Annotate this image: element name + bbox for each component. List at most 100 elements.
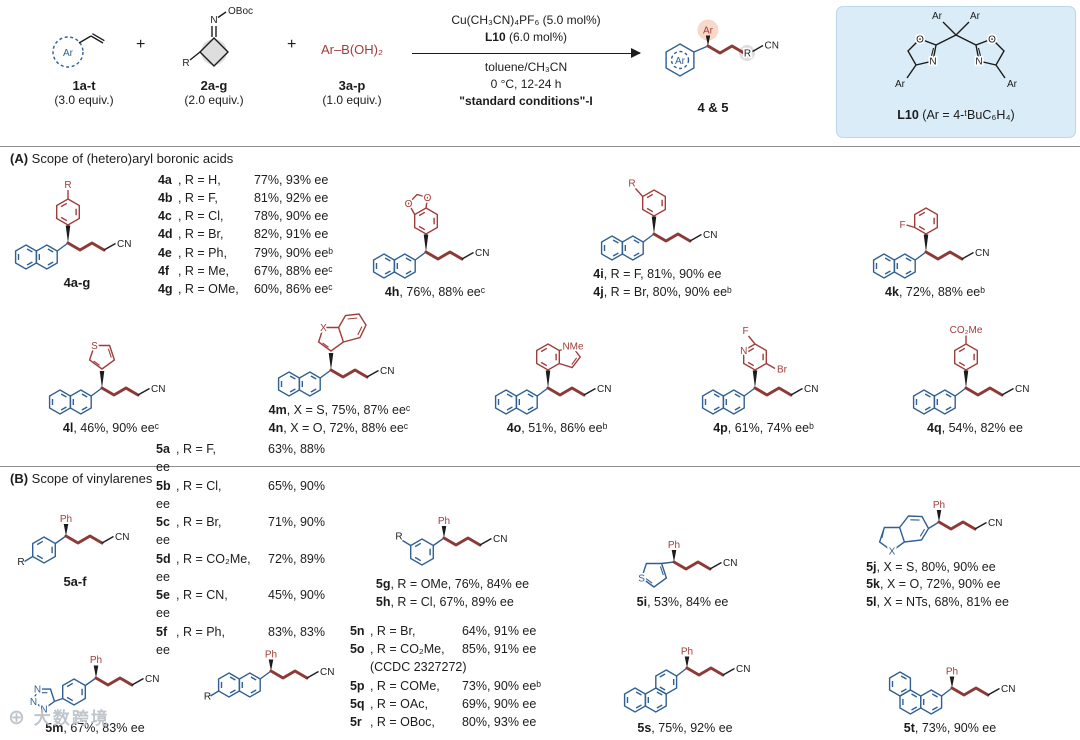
divider — [0, 466, 1080, 467]
s-label: S — [638, 574, 645, 585]
caption-5i: 5i, 53%, 84% ee — [636, 595, 729, 610]
divider — [0, 146, 1080, 147]
aryl-ring — [914, 207, 938, 235]
ligand-caption: L10 (Ar = 4-ᵗBuC₆H₄) — [897, 108, 1015, 122]
x-label: X — [888, 546, 895, 557]
alkyl-chain — [706, 44, 746, 55]
o-label: O — [405, 199, 413, 210]
compound-4m-4n: X CN 4m, X = S, 75%, 87% eeᶜ 4n, X = O, … — [222, 306, 457, 442]
list-item: 5b, R = Cl,65%, 90% ee — [156, 478, 325, 511]
cn-label: CN — [145, 674, 159, 685]
list-item: 5d, R = CO₂Me,72%, 89% ee — [156, 551, 325, 584]
cn-label: CN — [320, 667, 334, 678]
section-a-title: (A) Scope of (hetero)aryl boronic acids — [10, 151, 234, 166]
plus-sign: + — [136, 36, 146, 53]
list-item: (CCDC 2327272) — [369, 660, 467, 675]
ph-label: Ph — [265, 649, 277, 660]
temperature-line: 0 °C, 12-24 h — [490, 76, 562, 91]
structure-boronic-acid: Ar–B(OH)₂ — [320, 42, 384, 57]
compound-label: 1a-t — [72, 78, 96, 93]
cn-label: CN — [151, 384, 165, 395]
cn-label: CN — [723, 558, 737, 569]
nme-label: NMe — [562, 342, 584, 353]
caption-4h: 4h, 76%, 88% eeᶜ — [384, 285, 486, 300]
aryl-ring — [32, 536, 56, 564]
cn-label: CN — [115, 532, 129, 543]
caption-line: 5g, R = OMe, 76%, 84% ee — [375, 577, 530, 591]
oxazoline-ring-right — [975, 38, 1005, 66]
naphthalene-ring — [912, 389, 936, 415]
r-label: R — [204, 691, 211, 702]
co2me-label: CO₂Me — [950, 325, 983, 336]
ph-label: Ph — [946, 667, 958, 678]
caption-line: 4i, R = F, 81%, 90% ee — [593, 267, 722, 281]
pyrrole-ring — [559, 345, 582, 369]
list-5a-f: 5a, R = F,63%, 88% ee 5b, R = Cl,65%, 90… — [156, 440, 335, 659]
catalyst-line: Cu(CH₃CN)₄PF₆ (5.0 mol%) — [451, 13, 601, 27]
product-label: 4 & 5 — [697, 100, 729, 115]
list-item: 5p, R = COMe,73%, 90% eeᵇ — [349, 678, 542, 693]
list-item: 5c, R = Br,71%, 90% ee — [156, 515, 325, 548]
ar-label: Ar — [932, 11, 943, 22]
r-highlight — [739, 45, 755, 61]
reaction-arrow — [412, 49, 641, 58]
section-a: (A) Scope of (hetero)aryl boronic acids … — [0, 146, 1080, 442]
section-b-title: (B) Scope of vinylarenes — [10, 471, 153, 486]
cn-label: CN — [765, 41, 779, 52]
structure-4k: F CN — [872, 207, 989, 279]
list-item: 4a, R = H,77%, 93% ee — [157, 172, 329, 187]
list-item: 5r, R = OBoc,80%, 93% ee — [349, 715, 537, 729]
section-b-row-1: R Ph CN 5a-f 5a, R = F,63%, 88% ee 5b, R… — [0, 442, 1080, 657]
compound-5a-f: R Ph CN 5a-f 5a, R = F,63%, 88% ee 5b, R… — [0, 442, 335, 657]
structure-4h: O O CN — [372, 191, 489, 279]
oboc-label: OBoc — [228, 6, 253, 17]
n-label: N — [929, 57, 936, 68]
wedge-bond — [705, 35, 711, 46]
naphthalene-ring — [600, 235, 623, 261]
caption-4o: 4o, 51%, 86% eeᵇ — [506, 421, 608, 436]
aryl-ring — [954, 343, 978, 371]
compound-4k: F CN 4k, 72%, 88% eeᵇ — [790, 168, 1080, 306]
n-label: N — [740, 346, 747, 357]
reagent2-labels: 2a-g (2.0 equiv.) — [166, 78, 262, 107]
compound-4q: CO₂Me CN 4q, 54%, 82% ee — [870, 306, 1080, 442]
benzo-ring — [337, 313, 367, 343]
r-label: R — [17, 557, 24, 568]
cn-label: CN — [1015, 384, 1029, 395]
r-label: R — [395, 532, 402, 543]
list-item: 5e, R = CN,45%, 90% ee — [156, 588, 325, 621]
cn-label: CN — [736, 664, 750, 675]
cyclobutane-ring — [199, 37, 229, 67]
structure-5m: N N N Ph CN — [28, 655, 159, 717]
structure-5s: Ph CN — [623, 647, 750, 713]
structure-4a-g: R CN — [14, 180, 131, 270]
ph-label: Ph — [932, 500, 944, 511]
caption-line: 5j, X = S, 80%, 90% ee — [866, 559, 996, 574]
structure-4i-4j: R CN — [600, 179, 717, 261]
cn-label: CN — [988, 518, 1002, 529]
list-item: 4e, R = Ph,79%, 90% eeᵇ — [157, 245, 334, 260]
label-5a-f: 5a-f — [63, 574, 87, 589]
o-label: O — [916, 35, 924, 46]
watermark: ⊕ 大数跨境 — [8, 704, 110, 729]
reagent3-labels: 3a-p (1.0 equiv.) — [304, 78, 400, 107]
caption-4p: 4p, 61%, 74% eeᵇ — [713, 421, 814, 436]
naphthalene-ring — [372, 253, 396, 279]
watermark-text: 大数跨境 — [33, 709, 110, 728]
compound-4o: NMe CN 4o, 51%, 86% eeᵇ — [457, 306, 657, 442]
ph-label: Ph — [60, 514, 72, 525]
reaction-conditions: Cu(CH₃CN)₄PF₆ (5.0 mol%) L10 (6.0 mol%) … — [410, 12, 642, 110]
n-label: N — [40, 705, 47, 716]
compound-5s: Ph CN 5s, 75%, 92% ee — [550, 616, 820, 740]
f-label: F — [899, 220, 905, 231]
structure-4q: CO₂Me CN — [912, 325, 1029, 415]
equiv-label: (1.0 equiv.) — [322, 93, 382, 107]
r-label: R — [182, 58, 189, 69]
compound-5t: Ph CN 5t, 73%, 90% ee — [820, 616, 1080, 740]
watermark-icon: ⊕ — [8, 709, 27, 728]
pyridine-ring — [742, 343, 767, 371]
compound-4l: S CN 4l, 46%, 90% eeᶜ — [0, 306, 222, 442]
highlight-circle — [201, 39, 227, 65]
compound-5j-5k-5l: X Ph CN 5j, X = S, 80%, 90% ee 5k, X = O… — [795, 488, 1080, 616]
